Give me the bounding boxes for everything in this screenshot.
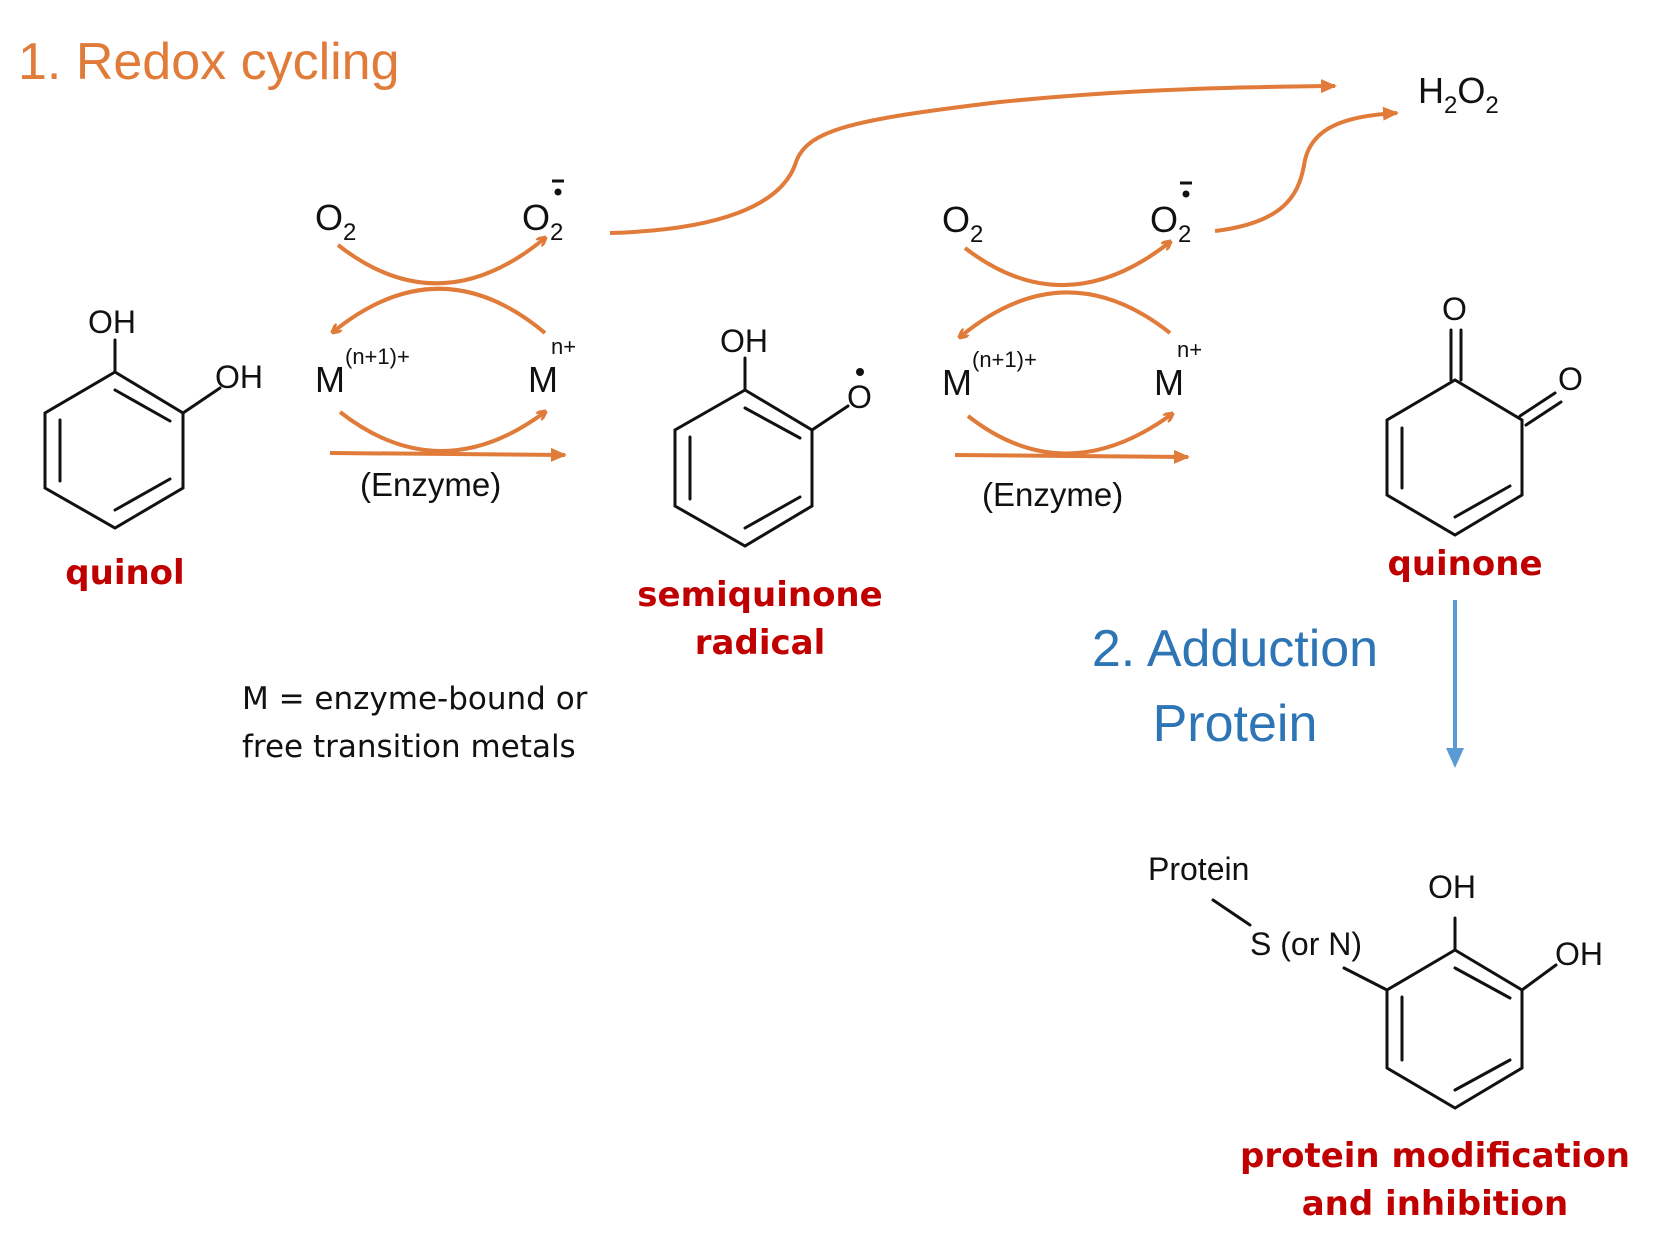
metal-reduced-sup-2: n+ [1177,337,1202,362]
cycle-2-species: O2 O2 M(n+1)+ M n+ (Enzyme) [942,181,1202,513]
note-line1: M = enzyme-bound or [242,681,588,717]
o2-label-1: O2 [315,197,356,246]
quinone-o-right: O [1558,361,1583,397]
semiquinone-label: semiquinone radical [620,572,900,667]
quinol-structure: OH OH [43,304,263,530]
adduct-s-or-n-label: S (or N) [1250,926,1362,962]
redox-cycle-1-arrows [329,238,567,462]
note-line2: free transition metals [242,729,576,766]
quinone-label: quinone [1387,544,1543,584]
redox-cycle-2-arrows [954,242,1190,464]
enzyme-label-1: (Enzyme) [360,466,501,503]
metal-definition-note: M = enzyme-bound or free transition meta… [242,675,587,771]
adduct-label-line1: protein modification [1239,1136,1631,1176]
quinol-label: quinol [65,553,185,593]
cycle-1-species: O2 O2 M(n+1)+ M n+ (Enzyme) [315,179,576,503]
metal-oxidized-label-1: M(n+1)+ [315,344,410,400]
adduct-label: protein modification and inhibition [1225,1133,1645,1228]
adduct-label-line2: and inhibition [1301,1183,1569,1224]
superoxide-to-h2o2-arrow-1 [609,79,1337,235]
metal-reduction-arrow-2 [966,414,1172,456]
semiquinone-to-quinone-arrow [954,449,1190,464]
o2-to-superoxide-arrow-1 [336,238,545,286]
quinone-structure: O O [1385,291,1583,537]
semiquinone-structure: OH O [673,323,872,548]
protein-adduct-structure: Protein S (or N) OH OH [1148,851,1603,1110]
enzyme-label-2: (Enzyme) [982,476,1123,513]
metal-oxidation-arrow-2 [960,290,1172,337]
radical-dot [856,368,864,376]
semiquinone-oh: OH [720,323,768,359]
metal-reduced-label-1: M [528,359,558,400]
adduct-oh-right: OH [1555,936,1603,972]
superoxide-label-2: O2 [1150,199,1191,248]
adduction-heading: 2. Adduction Protein [1055,612,1415,763]
quinol-oh-top: OH [88,304,136,340]
metal-reduction-arrow-1 [338,412,545,453]
o2-to-superoxide-arrow-2 [963,242,1170,287]
o2-label-2: O2 [942,199,983,248]
metal-reduced-label-2: M [1154,362,1184,403]
adduction-heading-line2: Protein [1152,695,1318,754]
quinol-to-semiquinone-arrow [329,447,567,462]
adduct-oh-top: OH [1428,869,1476,905]
semiquinone-o-radical: O [847,379,872,415]
h2o2-label: H2O2 [1418,70,1499,119]
superoxide-label-1: O2 [522,197,563,246]
quinone-o-top: O [1442,291,1467,327]
superoxide-to-h2o2-arrow-2 [1214,106,1399,233]
semiquinone-label-line1: semiquinone [637,575,883,615]
metal-oxidation-arrow-1 [333,286,547,333]
adduction-heading-line1: 2. Adduction [1091,620,1379,678]
redox-cycling-heading: 1. Redox cycling [18,33,400,91]
semiquinone-label-line2: radical [694,622,826,663]
adduct-protein-label: Protein [1148,851,1249,887]
radical-dot [554,188,562,196]
quinol-oh-right: OH [215,359,263,395]
adduction-arrow-head [1446,748,1464,768]
metal-oxidized-label-2: M(n+1)+ [942,347,1037,403]
metal-reduced-sup-1: n+ [551,334,576,359]
